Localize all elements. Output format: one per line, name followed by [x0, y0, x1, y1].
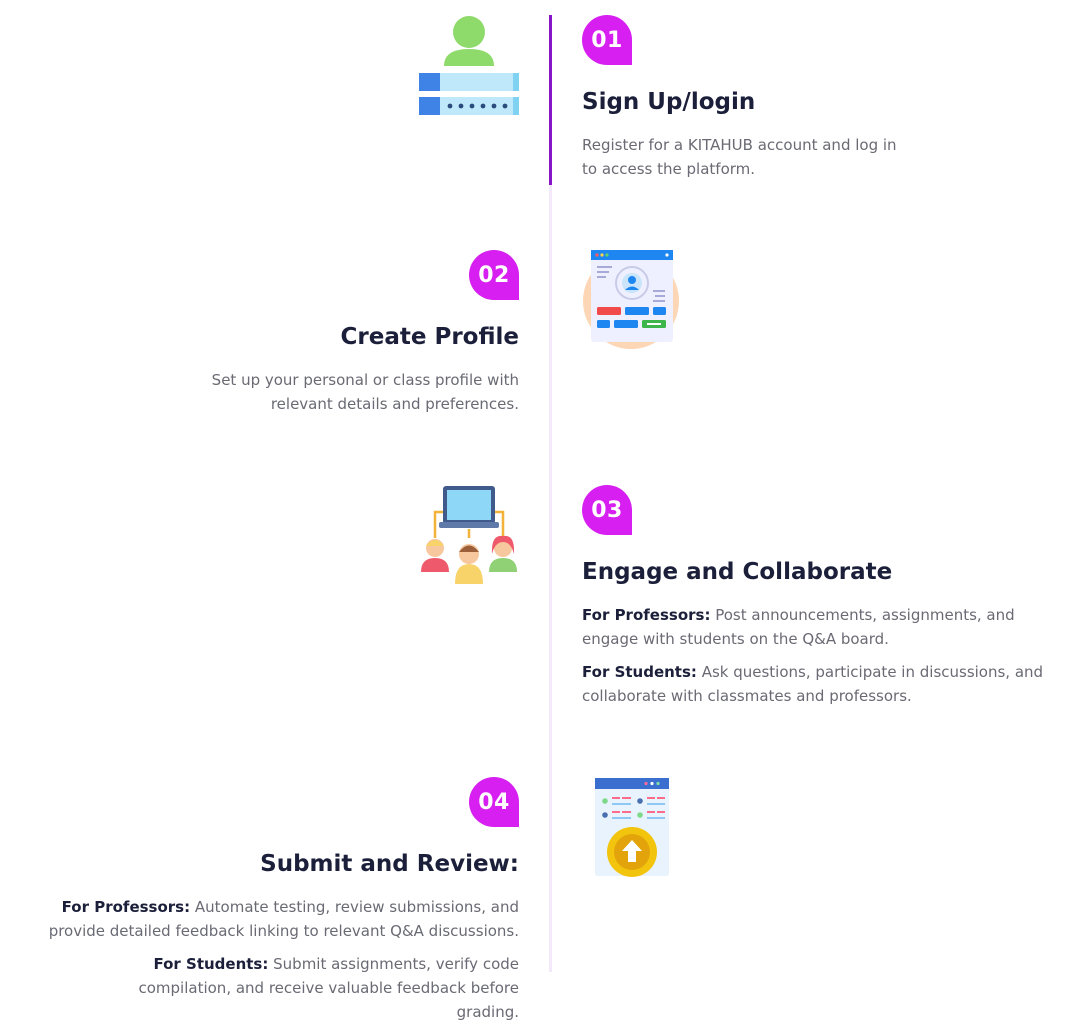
students-text: Ask questions, participate in discussion…: [582, 663, 1044, 705]
professors-paragraph: For Professors: Automate testing, review…: [9, 895, 519, 943]
step-description: Register for a KITAHUB account and log i…: [582, 136, 897, 178]
step-number-badge: 04: [469, 777, 519, 827]
step-4: 04 Submit and Review: For Professors: Au…: [9, 777, 519, 1024]
timeline-progress: [549, 15, 552, 185]
step-number-badge: 01: [582, 15, 632, 65]
step-3: 03 Engage and Collaborate For Professors…: [582, 485, 1067, 708]
step-title: Create Profile: [340, 324, 519, 350]
step-title: Sign Up/login: [582, 89, 756, 115]
step-description: For Professors: Post announcements, assi…: [582, 603, 1067, 708]
step-description: Set up your personal or class profile wi…: [211, 371, 519, 413]
professors-paragraph: For Professors: Post announcements, assi…: [582, 603, 1067, 651]
upload-submission-icon: [594, 777, 670, 881]
professors-label: For Professors:: [582, 606, 711, 624]
user-login-icon: [418, 15, 520, 120]
step-title: Submit and Review:: [260, 851, 519, 877]
profile-setup-icon: [583, 249, 681, 354]
collaboration-icon: [419, 484, 519, 588]
students-paragraph: For Students: Ask questions, participate…: [582, 660, 1067, 708]
step-number-badge: 03: [582, 485, 632, 535]
step-1: 01 Sign Up/login Register for a KITAHUB …: [582, 15, 912, 181]
step-description: For Professors: Automate testing, review…: [9, 895, 519, 1024]
professors-text: Post announcements, assignments, and eng…: [582, 606, 1015, 648]
step-2: 02 Create Profile Set up your personal o…: [179, 250, 519, 416]
step-title: Engage and Collaborate: [582, 559, 893, 585]
professors-label: For Professors:: [61, 898, 191, 916]
students-label: For Students:: [582, 663, 697, 681]
students-text: Submit assignments, verify code compilat…: [138, 955, 520, 1021]
timeline-track: [549, 15, 552, 972]
students-label: For Students:: [153, 955, 269, 973]
step-number-badge: 02: [469, 250, 519, 300]
students-paragraph: For Students: Submit assignments, verify…: [9, 952, 520, 1024]
professors-text: Automate testing, review submissions, an…: [48, 898, 519, 940]
